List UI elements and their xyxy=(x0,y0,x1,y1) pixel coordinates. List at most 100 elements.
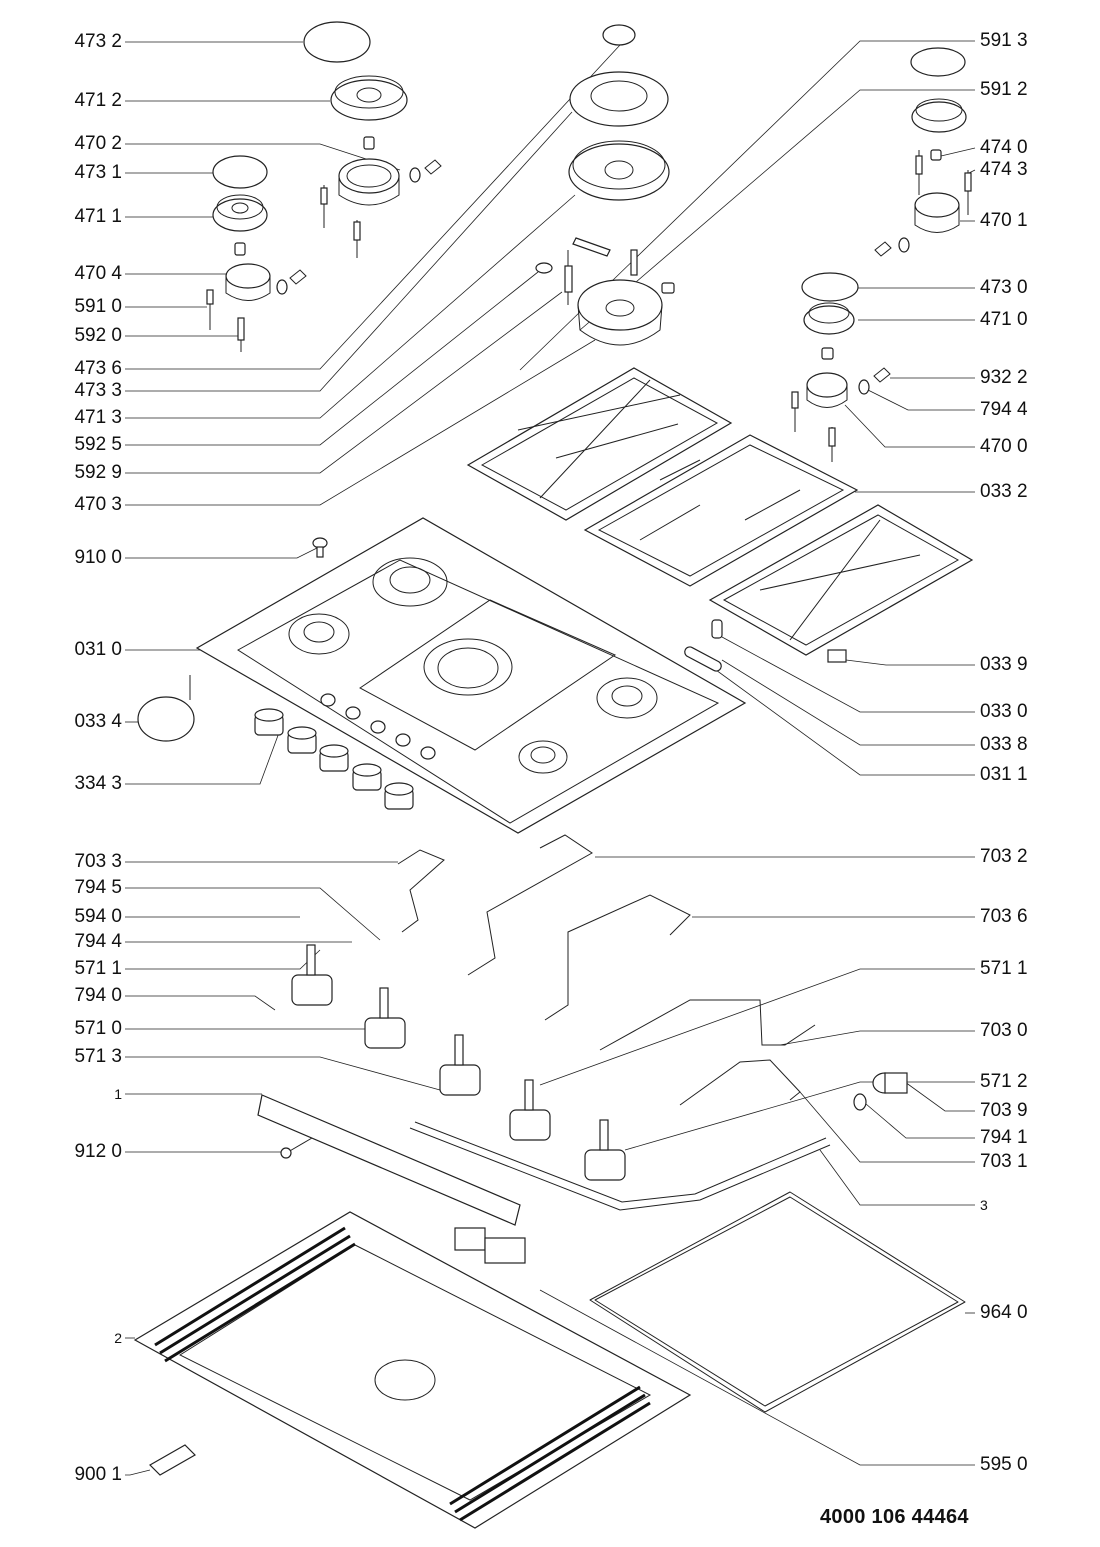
burner-head-471-2 xyxy=(330,75,408,121)
leader-line-703-0 xyxy=(779,1030,975,1046)
callout-label-033-8: 033 8 xyxy=(980,734,1028,755)
callout-label-471-2: 471 2 xyxy=(74,90,122,111)
thermocouple-591-0 xyxy=(206,289,214,330)
burner-cap-473-0 xyxy=(801,272,859,302)
callout-label-592-5: 592 5 xyxy=(74,434,122,455)
callout-label-474-0: 474 0 xyxy=(980,137,1028,158)
electrode xyxy=(791,391,836,462)
leader-line-334-3 xyxy=(125,729,281,785)
callout-label-334-3: 334 3 xyxy=(74,773,122,794)
burner-cap xyxy=(910,47,966,77)
wok-base-470-3 xyxy=(577,279,663,346)
leader-line-470-0 xyxy=(844,404,975,448)
callout-label-794-0: 794 0 xyxy=(74,985,122,1006)
electrode xyxy=(320,185,361,258)
callout-label-470-3: 470 3 xyxy=(74,494,122,515)
seal-794-1 xyxy=(853,1093,867,1111)
wok-head-471-3 xyxy=(568,140,670,201)
callout-label-964-0: 964 0 xyxy=(980,1302,1028,1323)
callout-label-470-4: 470 4 xyxy=(74,263,122,284)
callout-label-470-1: 470 1 xyxy=(980,210,1028,231)
spark-generator-595-0 xyxy=(454,1227,526,1264)
leader-line-571-3 xyxy=(125,1056,441,1091)
gas-pipe-703-3 xyxy=(397,849,445,933)
leader-line-571-1b xyxy=(125,949,321,970)
switch-bar-1 xyxy=(257,1094,521,1226)
callout-label-470-0: 470 0 xyxy=(980,436,1028,457)
callout-label-794-4: 794 4 xyxy=(980,399,1028,420)
leader-line-794-0 xyxy=(125,995,276,1011)
gas-pipe-703-6 xyxy=(544,894,691,1021)
burner-head-471-1 xyxy=(212,194,268,232)
leader-line-703-1 xyxy=(799,1091,975,1163)
burner-base-470-2 xyxy=(338,158,400,206)
callout-label-470-2: 470 2 xyxy=(74,133,122,154)
callout-label-3: 3 xyxy=(980,1197,988,1213)
callout-label-794-1: 794 1 xyxy=(980,1127,1028,1148)
leader-line-571-1 xyxy=(539,968,975,1086)
callout-label-471-1: 471 1 xyxy=(74,206,122,227)
gas-pipe-703-0 xyxy=(599,999,816,1051)
wok-ring-473-3 xyxy=(569,71,669,127)
burner-base-470-1 xyxy=(914,192,960,233)
callout-label-703-0: 703 0 xyxy=(980,1020,1028,1041)
leader-line-471-3 xyxy=(125,194,576,419)
screw-912-0 xyxy=(280,1137,313,1159)
seal-ring xyxy=(409,167,421,183)
callout-label-2: 2 xyxy=(114,1330,122,1346)
callout-label-591-0: 591 0 xyxy=(74,296,122,317)
gasket-964-0 xyxy=(589,1191,966,1413)
callout-label-912-0: 912 0 xyxy=(74,1141,122,1162)
callout-label-794-4b: 794 4 xyxy=(74,931,122,952)
leader-line-794-5 xyxy=(125,887,381,941)
leader-line-3 xyxy=(819,1149,975,1206)
callout-label-703-6: 703 6 xyxy=(980,906,1028,927)
callout-label-571-2: 571 2 xyxy=(980,1071,1028,1092)
callout-label-591-3: 591 3 xyxy=(980,30,1028,51)
leader-line-910-0 xyxy=(125,547,318,559)
injector-474-0 xyxy=(930,149,942,161)
burner-head-471-0 xyxy=(803,302,855,335)
callout-label-594-0: 594 0 xyxy=(74,906,122,927)
callout-label-910-0: 910 0 xyxy=(74,547,122,568)
badge-033-8 xyxy=(684,646,722,672)
thermo-bracket-591-3 xyxy=(572,237,611,257)
callout-label-592-0: 592 0 xyxy=(74,325,122,346)
bracket-900-1 xyxy=(149,1444,196,1476)
leader-line-473-6 xyxy=(125,44,621,370)
leader-line-900-1 xyxy=(125,1469,151,1476)
callout-label-591-2: 591 2 xyxy=(980,79,1028,100)
leader-line-031-1 xyxy=(704,661,975,776)
callout-label-473-1: 473 1 xyxy=(74,162,122,183)
electrode-591-2 xyxy=(630,249,638,276)
burner-cap-473-2 xyxy=(303,21,371,63)
injector xyxy=(661,282,675,294)
callout-label-703-9: 703 9 xyxy=(980,1100,1028,1121)
seal-ring-794-4 xyxy=(858,379,870,395)
callout-label-471-0: 471 0 xyxy=(980,309,1028,330)
leader-line-033-8 xyxy=(721,659,975,746)
hob-top-031-0 xyxy=(195,517,747,834)
callout-label-571-0: 571 0 xyxy=(74,1018,122,1039)
leader-line-471-1 xyxy=(125,215,214,218)
burner-head xyxy=(911,98,967,133)
seal-ring xyxy=(898,237,910,253)
clip xyxy=(289,269,307,285)
leader-line-592-5 xyxy=(125,271,539,446)
leader-line-591-2 xyxy=(579,89,975,331)
burner-base-470-4 xyxy=(225,263,271,301)
callout-label-1: 1 xyxy=(114,1086,122,1102)
callout-label-473-0: 473 0 xyxy=(980,277,1028,298)
callout-label-571-1: 571 1 xyxy=(980,958,1028,979)
pan-support-right xyxy=(708,504,974,656)
clip-932-2 xyxy=(873,367,891,383)
clip xyxy=(874,241,892,257)
electrode-474-3 xyxy=(915,150,972,215)
leader-line-470-3 xyxy=(125,339,596,506)
document-number: 4000 106 44464 xyxy=(820,1506,969,1528)
callout-label-900-1: 900 1 xyxy=(74,1464,122,1485)
leader-line-473-1 xyxy=(125,172,214,174)
leader-line-592-9 xyxy=(125,291,563,474)
injector xyxy=(821,347,834,360)
